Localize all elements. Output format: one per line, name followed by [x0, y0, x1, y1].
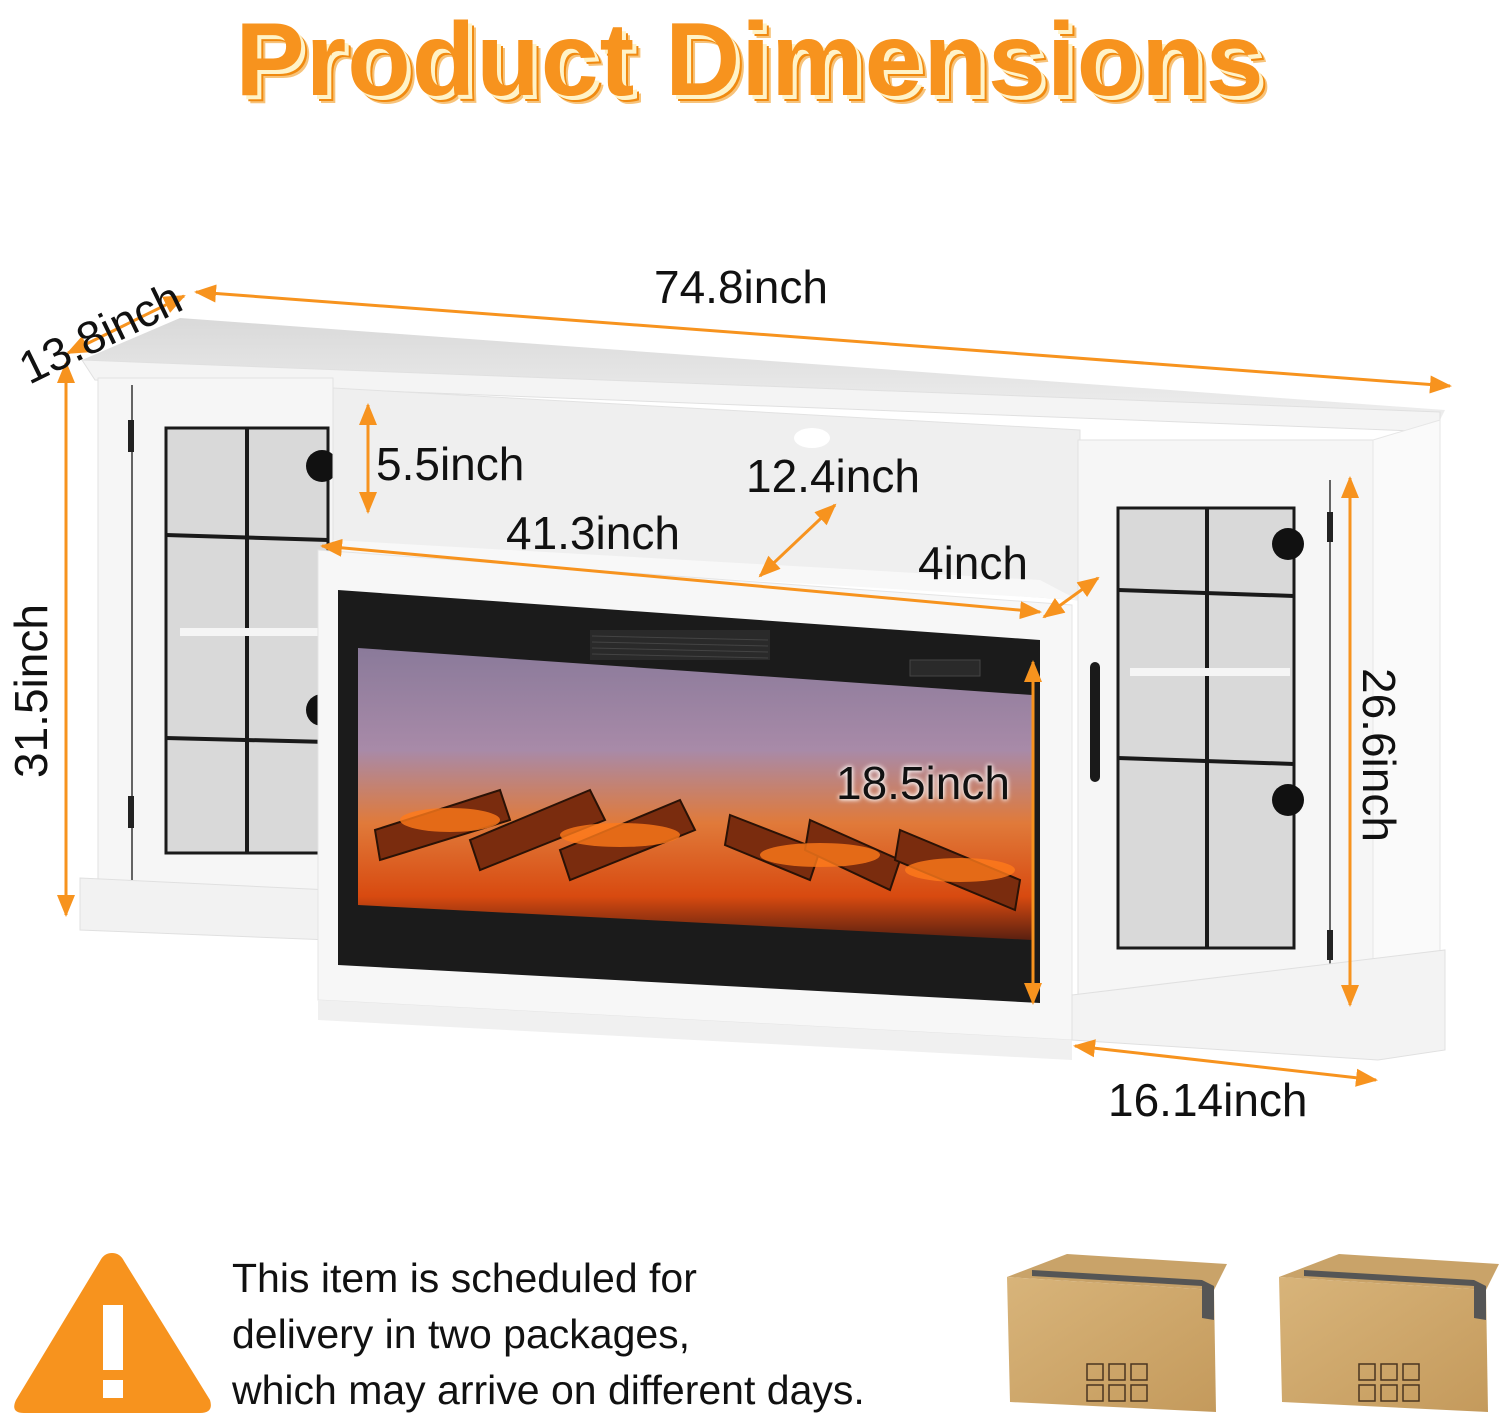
- notice-line: This item is scheduled for: [232, 1255, 697, 1301]
- dimension-opening-depth: 12.4inch: [746, 450, 920, 502]
- cardboard-box-icon: [1007, 1254, 1227, 1412]
- dimension-cabinet-height: 26.6inch: [1353, 668, 1405, 842]
- dimension-base-depth: 16.14inch: [1108, 1074, 1308, 1126]
- cardboard-box-icon: [1279, 1254, 1499, 1412]
- dimension-fireplace-width: 41.3inch: [506, 507, 680, 559]
- dimension-height-overall: 31.5inch: [5, 604, 57, 778]
- dimension-width-overall: 74.8inch: [654, 261, 828, 313]
- delivery-notice: This item is scheduled for delivery in t…: [0, 1230, 980, 1416]
- dimension-fireplace-depth: 4inch: [918, 537, 1028, 589]
- notice-line: delivery in two packages,: [232, 1311, 691, 1357]
- page-title: Product Dimensions: [235, 2, 1265, 118]
- dimension-opening-height: 5.5inch: [376, 438, 525, 490]
- dimension-fireplace-height: 18.5inch: [836, 757, 1010, 809]
- warning-triangle-icon: [14, 1253, 211, 1413]
- notice-line: which may arrive on different days.: [232, 1367, 865, 1413]
- notice-text: This item is scheduled for delivery in t…: [232, 1250, 865, 1416]
